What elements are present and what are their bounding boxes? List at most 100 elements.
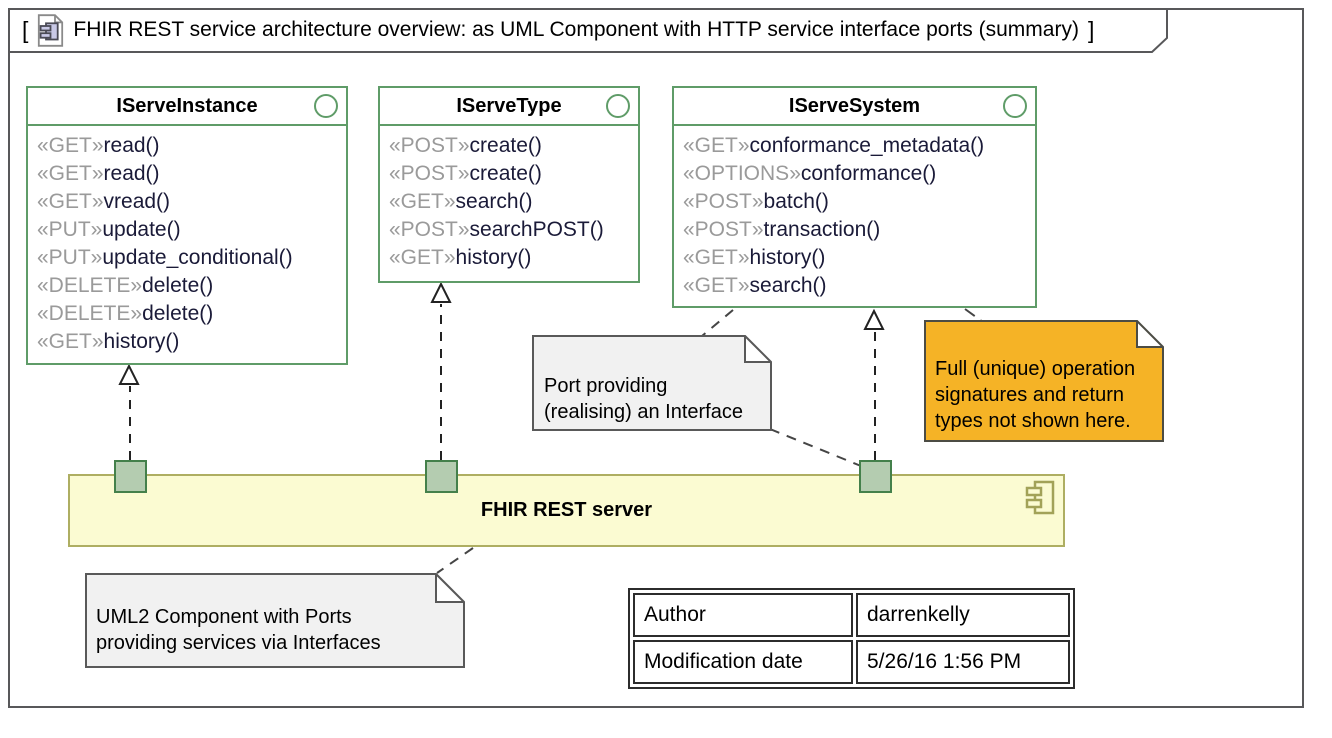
- method-list: «POST»create() «POST»create() «GET»searc…: [380, 126, 638, 272]
- method-name: transaction(): [763, 218, 881, 241]
- method-stereotype: «GET»: [37, 330, 104, 353]
- interface-title: IServeType: [456, 94, 562, 117]
- method-stereotype: «PUT»: [37, 246, 103, 269]
- method-stereotype: «GET»: [37, 190, 104, 213]
- table-row: Modification date 5/26/16 1:56 PM: [633, 640, 1070, 684]
- method-stereotype: «DELETE»: [37, 274, 143, 297]
- component-icon: [1025, 480, 1055, 515]
- frame-title-text: FHIR REST service architecture overview:…: [73, 18, 1079, 41]
- method-name: history(): [103, 330, 180, 353]
- method-stereotype: «POST»: [389, 218, 470, 241]
- modification-date-value: 5/26/16 1:56 PM: [856, 640, 1070, 684]
- note-text: UML2 Component with Ports providing serv…: [96, 606, 381, 654]
- note-anchor-signaturenote-to-interface: [964, 308, 984, 323]
- method-name: batch(): [763, 190, 829, 213]
- frame-title: [ FHIR REST service architecture overvie…: [22, 13, 1094, 47]
- method-name: read(): [103, 162, 160, 185]
- method-stereotype: «POST»: [389, 134, 470, 157]
- method-item: «GET»history(): [683, 244, 1026, 272]
- method-item: «OPTIONS»conformance(): [683, 160, 1026, 188]
- frame-close-bracket: ]: [1087, 16, 1095, 43]
- method-name: search(): [455, 190, 533, 213]
- method-item: «GET»read(): [37, 132, 337, 160]
- note-anchor-componentnote-to-component: [436, 547, 474, 574]
- interface-iserveinstance[interactable]: IServeInstance «GET»read() «GET»read() «…: [26, 86, 348, 365]
- note-port-providing[interactable]: Port providing (realising) an Interface: [532, 335, 772, 431]
- method-item: «POST»searchPOST(): [389, 216, 629, 244]
- method-name: history(): [455, 246, 532, 269]
- method-stereotype: «GET»: [683, 134, 750, 157]
- method-stereotype: «GET»: [683, 274, 750, 297]
- method-item: «DELETE»delete(): [37, 272, 337, 300]
- interface-title: IServeSystem: [788, 94, 921, 117]
- method-item: «GET»search(): [683, 272, 1026, 300]
- note-uml2-component[interactable]: UML2 Component with Ports providing serv…: [85, 573, 465, 668]
- method-stereotype: «POST»: [683, 218, 764, 241]
- method-item: «GET»vread(): [37, 188, 337, 216]
- component-fhir-rest-server[interactable]: FHIR REST server: [68, 474, 1065, 547]
- method-item: «PUT»update_conditional(): [37, 244, 337, 272]
- interface-header: IServeSystem: [674, 88, 1035, 126]
- method-stereotype: «GET»: [683, 246, 750, 269]
- method-item: «PUT»update(): [37, 216, 337, 244]
- method-item: «GET»conformance_metadata(): [683, 132, 1026, 160]
- method-name: searchPOST(): [469, 218, 604, 241]
- method-item: «DELETE»delete(): [37, 300, 337, 328]
- table-row: Author darrenkelly: [633, 593, 1070, 637]
- interface-iservesystem[interactable]: IServeSystem «GET»conformance_metadata()…: [672, 86, 1037, 308]
- method-item: «GET»search(): [389, 188, 629, 216]
- method-stereotype: «POST»: [683, 190, 764, 213]
- method-item: «POST»create(): [389, 160, 629, 188]
- component-label: FHIR REST server: [480, 499, 653, 521]
- method-name: delete(): [142, 274, 214, 297]
- realization-iserveinstance: [118, 363, 140, 460]
- component-diagram-icon: [38, 13, 64, 47]
- interface-header: IServeInstance: [28, 88, 346, 126]
- method-item: «POST»transaction(): [683, 216, 1026, 244]
- modification-date-label: Modification date: [633, 640, 853, 684]
- provided-interface-icon: [314, 94, 338, 118]
- method-stereotype: «GET»: [389, 246, 456, 269]
- realization-iservetype: [430, 281, 452, 460]
- port-iservesystem[interactable]: [859, 460, 892, 493]
- method-item: «GET»history(): [37, 328, 337, 356]
- note-anchor-portnote-to-port: [769, 428, 862, 467]
- provided-interface-icon: [606, 94, 630, 118]
- port-iservetype[interactable]: [425, 460, 458, 493]
- method-name: read(): [103, 134, 160, 157]
- method-name: vread(): [103, 190, 171, 213]
- author-value: darrenkelly: [856, 593, 1070, 637]
- author-label: Author: [633, 593, 853, 637]
- method-stereotype: «GET»: [389, 190, 456, 213]
- interface-header: IServeType: [380, 88, 638, 126]
- interface-title: IServeInstance: [116, 94, 258, 117]
- method-stereotype: «POST»: [389, 162, 470, 185]
- frame-open-bracket: [: [22, 16, 29, 43]
- provided-interface-icon: [1003, 94, 1027, 118]
- method-stereotype: «PUT»: [37, 218, 103, 241]
- interface-iservetype[interactable]: IServeType «POST»create() «POST»create()…: [378, 86, 640, 283]
- method-name: conformance_metadata(): [749, 134, 985, 157]
- realization-iservesystem: [863, 308, 885, 460]
- method-stereotype: «GET»: [37, 162, 104, 185]
- method-name: search(): [749, 274, 827, 297]
- method-name: create(): [469, 162, 542, 185]
- method-name: create(): [469, 134, 542, 157]
- method-item: «GET»history(): [389, 244, 629, 272]
- method-item: «POST»create(): [389, 132, 629, 160]
- method-stereotype: «DELETE»: [37, 302, 143, 325]
- method-item: «GET»read(): [37, 160, 337, 188]
- note-anchor-portnote-to-interface: [701, 309, 734, 337]
- port-iserveinstance[interactable]: [114, 460, 147, 493]
- note-text: Full (unique) operation signatures and r…: [935, 358, 1136, 432]
- note-shape: [85, 573, 465, 668]
- frame-title-tab[interactable]: [8, 8, 1168, 53]
- method-name: update(): [102, 218, 181, 241]
- method-stereotype: «GET»: [37, 134, 104, 157]
- note-shape: [532, 335, 772, 431]
- diagram-info-table[interactable]: Author darrenkelly Modification date 5/2…: [628, 588, 1075, 689]
- note-shape: [924, 320, 1164, 442]
- note-signatures[interactable]: Full (unique) operation signatures and r…: [924, 320, 1164, 442]
- method-item: «POST»batch(): [683, 188, 1026, 216]
